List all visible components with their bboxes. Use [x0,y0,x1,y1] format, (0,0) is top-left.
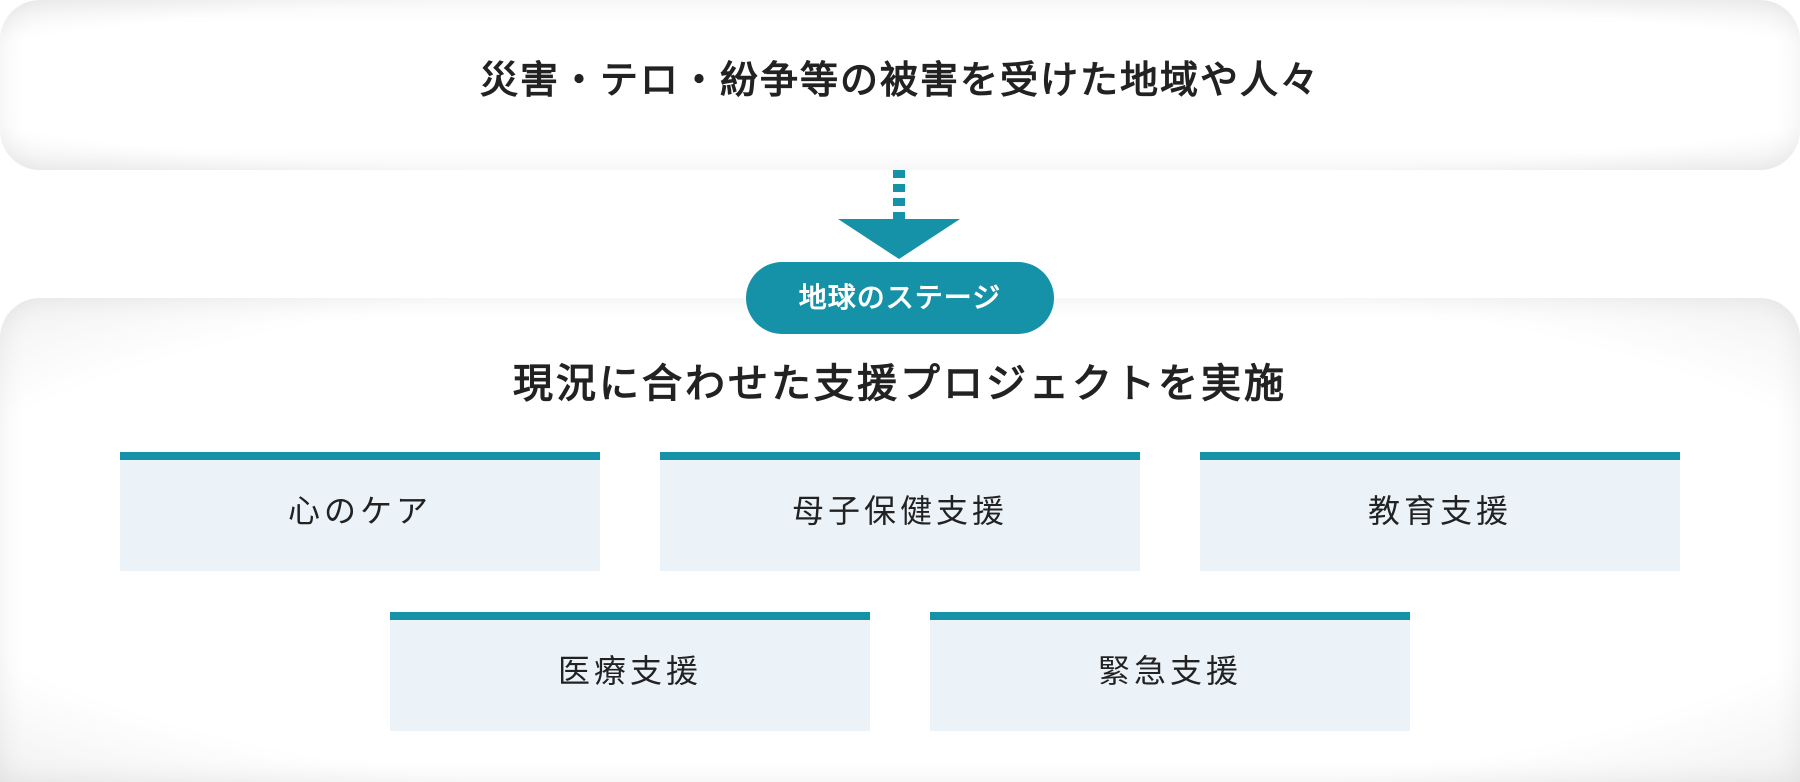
affected-regions-text: 災害・テロ・紛争等の被害を受けた地域や人々 [479,58,1320,102]
affected-regions-box: 災害・テロ・紛争等の被害を受けた地域や人々 [0,0,1800,170]
dotted-connector-line [893,170,905,220]
project-card-mental-care: 心のケア [120,452,600,571]
stage-label-badge: 地球のステージ [746,262,1054,334]
project-card-medical: 医療支援 [390,612,870,731]
project-card-education: 教育支援 [1200,452,1680,571]
projects-heading: 現況に合わせた支援プロジェクトを実施 [513,361,1287,407]
project-card-emergency: 緊急支援 [930,612,1410,731]
project-card-maternal-child-health: 母子保健支援 [660,452,1140,571]
down-arrow-icon [838,219,960,259]
